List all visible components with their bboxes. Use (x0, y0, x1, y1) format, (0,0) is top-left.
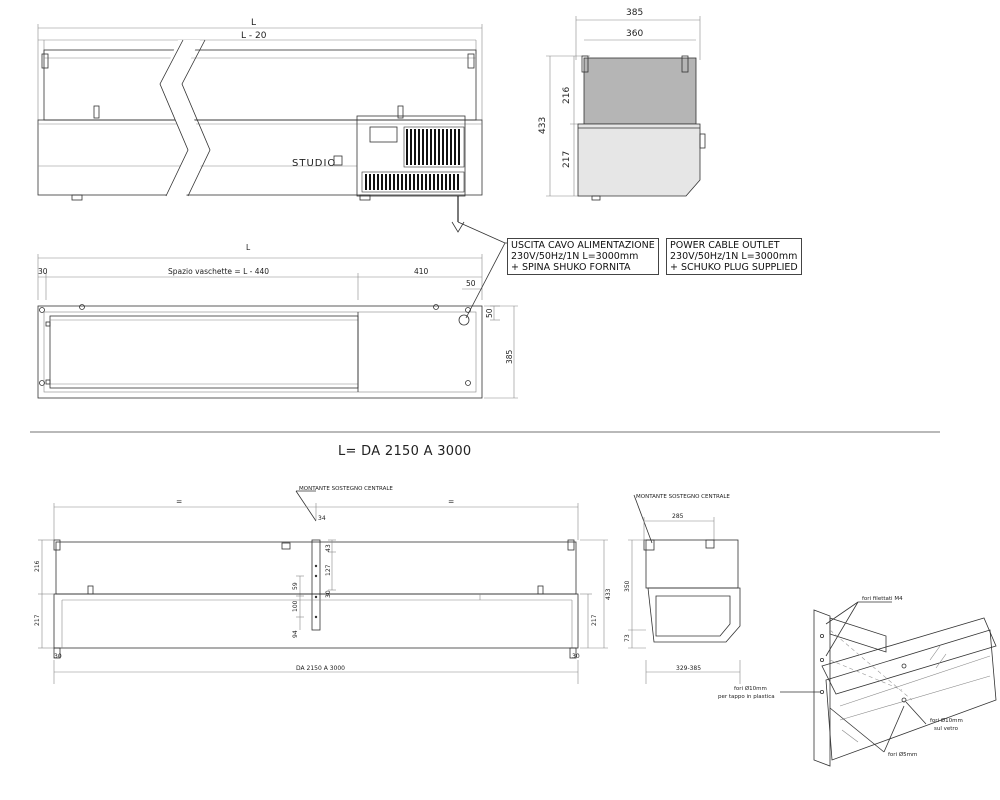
steel-base (577, 123, 701, 197)
side-dim-73: 73 (624, 634, 631, 642)
top-dim-cable-side: 50 (485, 308, 494, 318)
note-english: POWER CABLE OUTLET 230V/50Hz/1N L=3000mm… (666, 238, 802, 275)
dim-100: 100 (292, 600, 299, 612)
dim-foot-left: 30 (54, 653, 62, 660)
dim-equal-right: = (448, 497, 454, 506)
glass-panel (583, 57, 697, 125)
dim-217: 217 (34, 614, 41, 626)
cable-outlet-icon (458, 314, 470, 326)
side-dim-total: 433 (538, 117, 548, 134)
dim-foot-right: 30 (572, 653, 580, 660)
dim-equal-left: = (176, 497, 182, 506)
vent-grille (361, 126, 465, 193)
note-it-line-2: 230V/50Hz/1N L=3000mm (511, 251, 639, 262)
dim-34: 34 (318, 515, 326, 522)
dim-127: 127 (325, 564, 332, 576)
center-support-label: MONTANTE SOSTEGNO CENTRALE (299, 486, 393, 492)
logo-mark (333, 155, 343, 166)
top-dim-depth: 385 (505, 349, 514, 364)
side-dim-width: 329-385 (676, 665, 701, 672)
top-dim-left: 30 (38, 267, 48, 276)
brand-logo: STUDIO (292, 158, 336, 169)
dim-total-range: DA 2150 A 3000 (296, 665, 345, 672)
note-it-line-1: USCITA CAVO ALIMENTAZIONE (511, 240, 655, 251)
front-dim-inner: L - 20 (241, 31, 267, 41)
side-dim-inner: 360 (626, 29, 643, 39)
dim-433: 433 (605, 588, 612, 600)
holes-5-label: fori Ø5mm (888, 751, 917, 758)
note-en-line-3: + SCHUKO PLUG SUPPLIED (670, 262, 798, 273)
side-view: 385 360 433 216 217 (538, 8, 706, 201)
note-italian: USCITA CAVO ALIMENTAZIONE 230V/50Hz/1N L… (507, 238, 659, 275)
threaded-holes-label: fori filettati M4 (862, 596, 903, 602)
dim-94: 94 (292, 630, 299, 638)
dim-43: 43 (325, 544, 332, 552)
note-en-line-1: POWER CABLE OUTLET (670, 240, 780, 251)
side-dim-285: 285 (672, 513, 684, 520)
top-view: L 30 Spazio vaschette = L - 440 410 50 5… (37, 221, 518, 399)
dim-216: 216 (34, 560, 41, 572)
holes-10-glass-label-1: fori Ø10mm (930, 717, 963, 724)
side-view-2: MONTANTE SOSTEGNO CENTRALE 285 350 73 32… (624, 494, 741, 684)
top-dim-cable: 50 (466, 279, 476, 288)
front-view: L L - 20 STUDIO (37, 18, 483, 233)
note-en-line-2: 230V/50Hz/1N L=3000mm (670, 251, 798, 262)
detail-view: fori filettati M4 fori Ø10mm per tappo i… (718, 596, 997, 767)
front-dim-total: L (251, 18, 256, 28)
side-dim-base: 217 (562, 151, 572, 168)
side-dim-glass: 216 (562, 87, 572, 104)
side-dim-outer: 385 (626, 8, 643, 18)
top-dim-trays: Spazio vaschette = L - 440 (168, 267, 269, 276)
holes-10-glass-label-2: sul vetro (934, 726, 959, 732)
side-center-support-label: MONTANTE SOSTEGNO CENTRALE (636, 494, 730, 500)
length-range-title: L= DA 2150 A 3000 (338, 444, 472, 459)
dim-59: 59 (292, 582, 299, 590)
side-dim-350: 350 (624, 580, 631, 592)
top-dim-total: L (246, 243, 251, 252)
holes-10-plastic-label-1: fori Ø10mm (734, 685, 767, 692)
note-it-line-3: + SPINA SHUKO FORNITA (511, 262, 631, 273)
center-support (311, 539, 321, 631)
top-dim-right: 410 (414, 267, 429, 276)
front-view-2: MONTANTE SOSTEGNO CENTRALE = = 34 43 127… (34, 486, 612, 684)
holes-10-plastic-label-2: per tappo in plastica (718, 694, 775, 700)
dim-217-right: 217 (591, 614, 598, 626)
